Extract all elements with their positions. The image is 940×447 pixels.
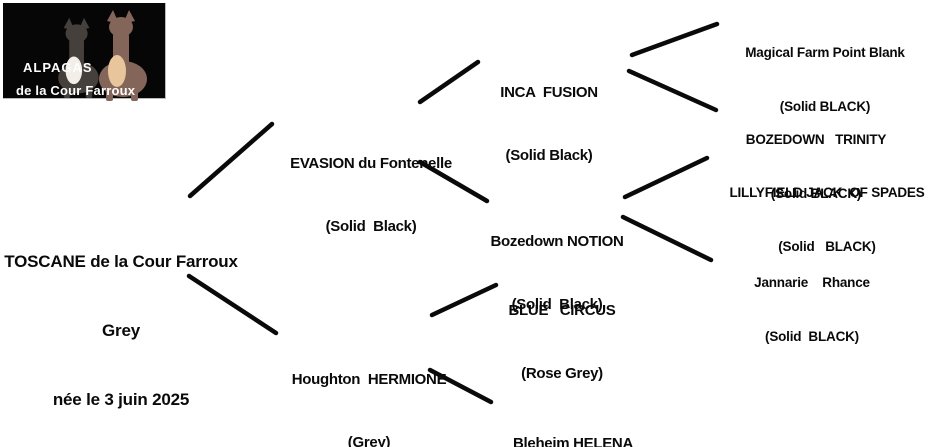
animal-color: (Solid BLACK) <box>778 239 876 254</box>
connector-subject-sire <box>187 121 275 199</box>
animal-name: Jannarie Rhance <box>754 275 870 290</box>
pedigree-node-sire-dam-sire: LILLYFIELD JACK OF SPADES (Solid BLACK) <box>729 148 924 292</box>
animal-birthdate: née le 3 juin 2025 <box>52 390 190 409</box>
animal-color: (Solid BLACK) <box>765 329 859 344</box>
logo-subtitle: de la Cour Farroux <box>16 83 136 98</box>
animal-name: BLUE CIRCUS <box>508 302 616 319</box>
alpaca-silhouettes-icon <box>58 10 147 101</box>
animal-color: (Solid BLACK) <box>779 99 871 114</box>
connector-siresire-top <box>629 21 720 58</box>
animal-name: Houghton HERMIONE <box>291 371 447 388</box>
connector-siredam-bottom <box>620 214 714 263</box>
animal-name: INCA FUSION <box>500 84 598 101</box>
animal-name: Bleheim HELENA <box>513 435 633 447</box>
animal-name: EVASION du Fontenelle <box>290 155 452 172</box>
pedigree-node-dam-sire: BLUE CIRCUS (Rose Grey) <box>509 258 616 426</box>
logo-title: ALPAGAS <box>23 60 93 75</box>
connector-dam-damsire <box>429 282 499 318</box>
pedigree-node-sire-dam-dam: Jannarie Rhance (Solid BLACK) <box>754 238 870 382</box>
pedigree-node-dam: Houghton HERMIONE (Grey) <box>292 327 447 447</box>
pedigree-node-sire: EVASION du Fontenelle (Solid Black) <box>290 111 452 279</box>
pedigree-node-sire-sire-sire: Magical Farm Point Blank (Solid BLACK) <box>745 8 905 152</box>
pedigree-node-dam-dam: Bleheim HELENA (Grey) <box>513 391 633 447</box>
animal-name: BOZEDOWN TRINITY <box>745 132 887 147</box>
connector-sire-siresire <box>417 59 481 105</box>
animal-name: Bozedown NOTION <box>490 233 624 250</box>
animal-color: Grey <box>102 321 140 340</box>
animal-color: (Solid Black) <box>511 296 603 313</box>
pedigree-node-subject: TOSCANE de la Cour Farroux Grey née le 3… <box>4 204 238 447</box>
connector-siredam-top <box>622 155 710 200</box>
animal-color: (Solid BLACK) <box>770 186 862 201</box>
animal-name: TOSCANE de la Cour Farroux <box>4 252 238 271</box>
animal-name: Magical Farm Point Blank <box>745 45 905 60</box>
animal-color: (Grey) <box>347 434 391 447</box>
connector-siresire-bottom <box>626 68 719 113</box>
animal-color: (Rose Grey) <box>521 365 603 382</box>
animal-name: LILLYFIELD JACK OF SPADES <box>729 185 925 200</box>
pedigree-node-sire-sire-dam: BOZEDOWN TRINITY (Solid BLACK) <box>745 95 887 239</box>
pedigree-node-sire-sire: INCA FUSION (Solid Black) <box>500 40 598 208</box>
animal-color: (Solid Black) <box>325 218 417 235</box>
farm-logo: ALPAGAS de la Cour Farroux <box>3 3 166 101</box>
animal-color: (Solid Black) <box>505 147 593 164</box>
pedigree-node-sire-dam: Bozedown NOTION (Solid Black) <box>491 189 624 357</box>
